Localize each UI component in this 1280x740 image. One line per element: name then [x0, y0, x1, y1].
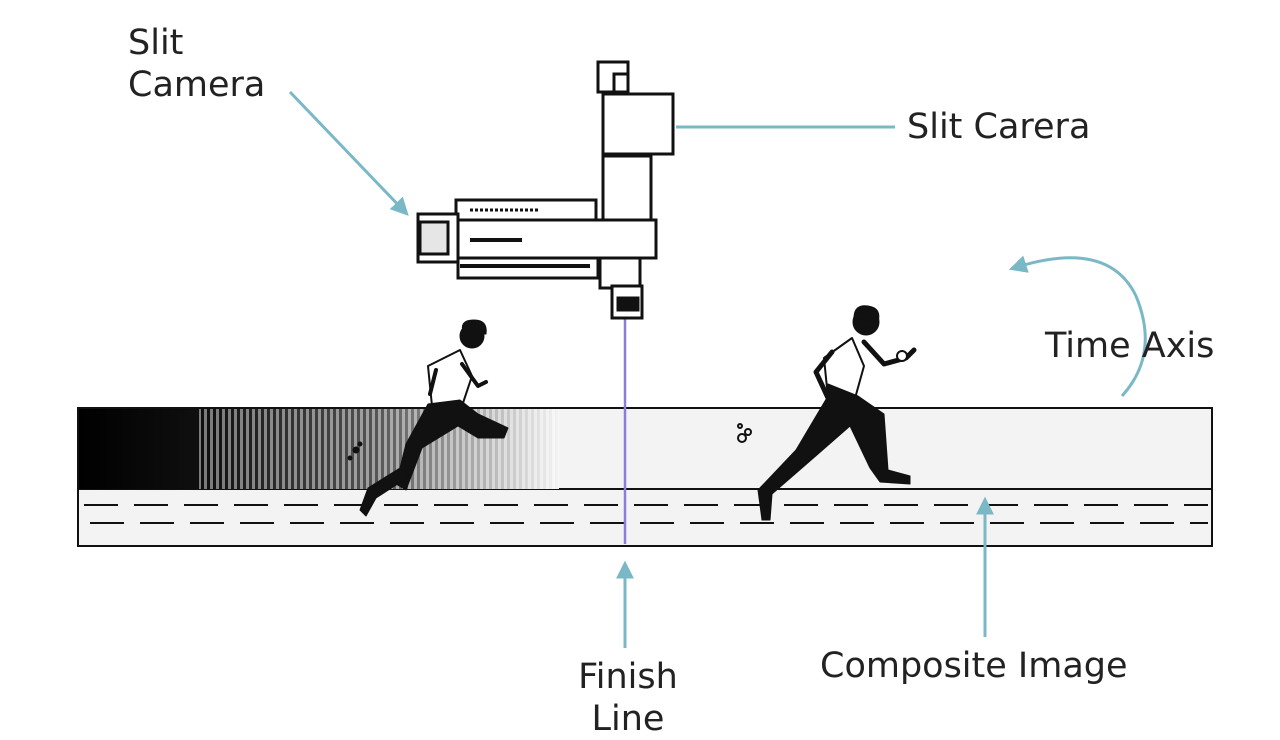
runner-icon — [737, 305, 917, 521]
track-strip — [77, 407, 1213, 547]
label-composite-image: Composite Image — [820, 646, 1128, 686]
label-line: Finish — [578, 657, 678, 697]
label-slit-camera-right: Slit Carera — [907, 107, 1091, 147]
label-line: Slit — [128, 23, 184, 63]
label-line: Line — [591, 699, 665, 739]
arrow-time-axis — [1008, 255, 1147, 398]
label-line: Camera — [128, 65, 266, 105]
runner-icon — [347, 319, 509, 517]
label-slit-camera-left: Slit Camera — [128, 22, 265, 106]
pointer-arrows — [288, 90, 1147, 648]
label-time-axis: Time Axis — [1045, 326, 1215, 366]
slit-camera-icon — [416, 60, 675, 320]
finish-line-camera-diagram — [77, 60, 1213, 648]
label-finish-line: Finish Line — [573, 656, 683, 740]
arrow-slit-camera-left — [288, 90, 409, 216]
